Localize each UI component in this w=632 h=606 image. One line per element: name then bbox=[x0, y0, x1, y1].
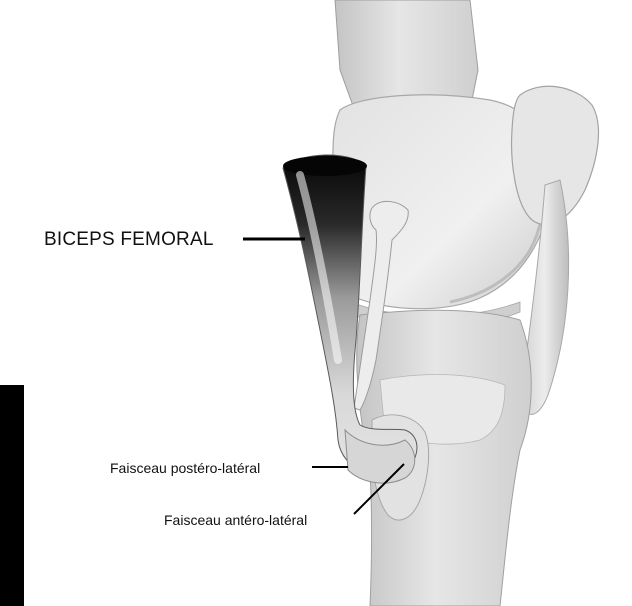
label-faisceau-antero-lateral: Faisceau antéro-latéral bbox=[164, 513, 307, 527]
label-biceps-femoral: BICEPS FEMORAL bbox=[44, 230, 214, 249]
left-edge-bar bbox=[0, 385, 24, 606]
label-faisceau-postero-lateral: Faisceau postéro-latéral bbox=[110, 461, 260, 475]
